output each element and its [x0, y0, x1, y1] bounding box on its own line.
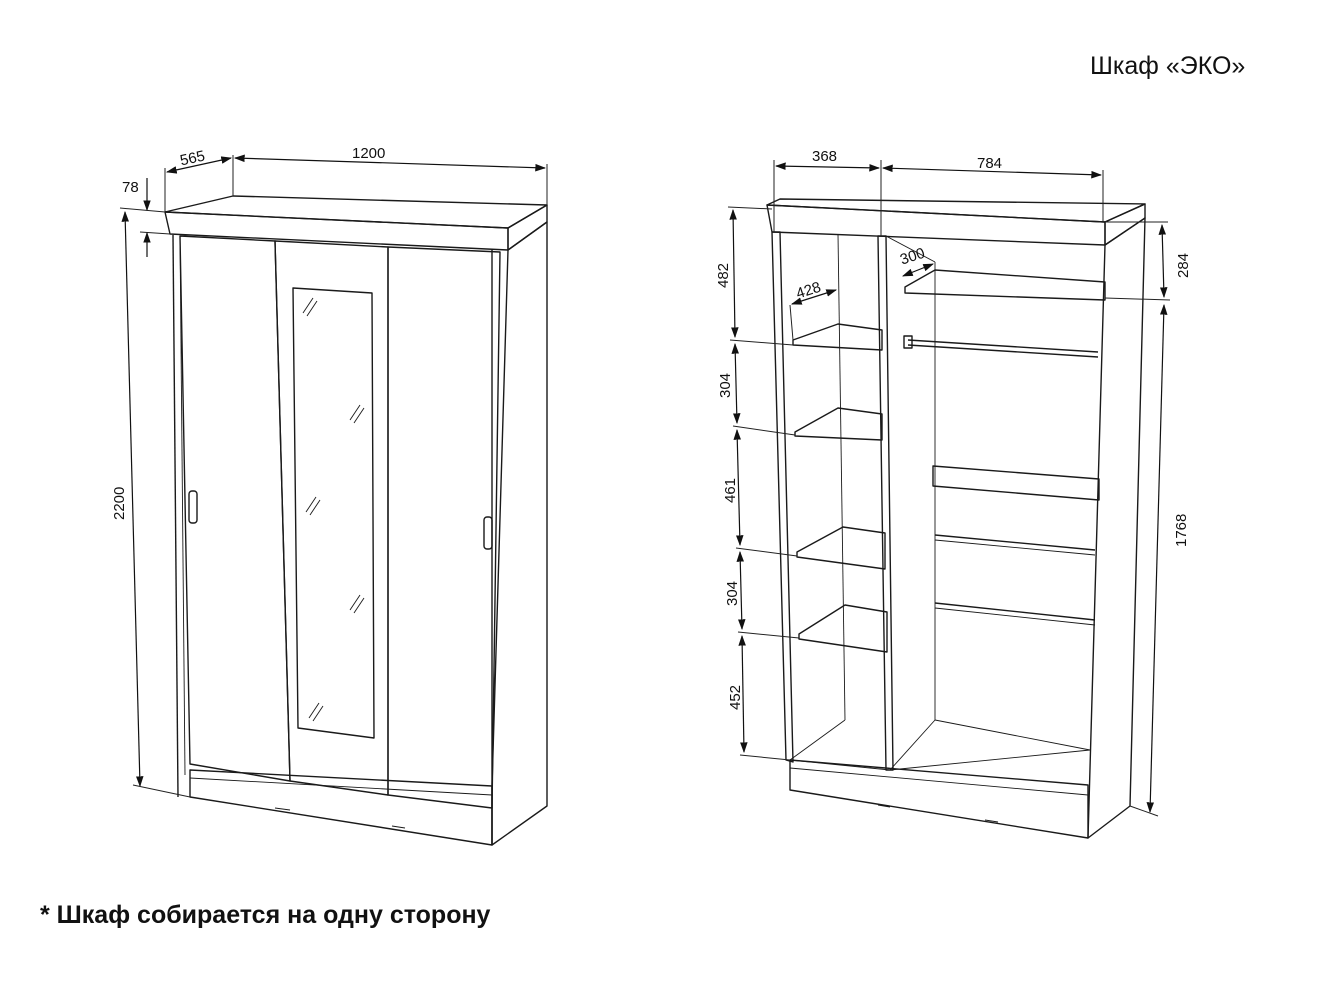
dim-front-depth: 565 [179, 148, 207, 170]
dim-open-right-top: 284 [1175, 253, 1192, 278]
ext-line [1104, 297, 1171, 301]
front-foot-mark [391, 825, 406, 829]
ext-line [132, 784, 191, 798]
open-top-front-face [766, 204, 1106, 246]
open-rail-line [789, 767, 1089, 796]
shelf-left [792, 323, 883, 351]
divider-top-edge [885, 235, 936, 263]
dim-right-height-line [1146, 303, 1168, 814]
open-dimensions: 368 784 428 300 482 304 461 304 452 284 [715, 148, 1192, 817]
open-view [766, 198, 1146, 839]
dim-open-right-height: 1768 [1173, 514, 1190, 547]
door-middle [274, 240, 389, 796]
shelf-right-edge [934, 539, 1096, 556]
dim-front-width-line [233, 154, 547, 172]
open-bottom-edge [889, 749, 1091, 771]
shelf-right [934, 602, 1096, 621]
dim-left-height-line [736, 550, 746, 631]
front-left-edge-inner [179, 235, 186, 776]
hanging-rail [903, 335, 1099, 358]
dim-shelf-depth-right-line [901, 263, 935, 277]
open-foot-mark [984, 819, 999, 823]
dim-right-width-line [881, 164, 1103, 179]
dim-left-height: 452 [727, 685, 744, 710]
shelf-left [796, 526, 886, 570]
ext-line [729, 339, 794, 346]
drawing-title: Шкаф «ЭКО» [1090, 52, 1246, 80]
shelf-right-edge [934, 607, 1096, 626]
door-left-handle [188, 490, 198, 524]
open-left-panel [771, 231, 794, 763]
front-plinth [189, 769, 493, 846]
ext-line [119, 207, 166, 213]
front-dimensions: 565 1200 78 2200 [111, 145, 548, 798]
open-plinth [789, 759, 1089, 839]
dim-left-height-line [733, 428, 744, 547]
drawer-front [932, 465, 1100, 501]
rail-bracket [903, 335, 913, 349]
dim-left-height: 482 [715, 263, 732, 288]
dim-front-height-line [121, 210, 144, 788]
back-panel-edge [837, 233, 846, 721]
shelf-left [794, 407, 883, 441]
shelf-left [798, 604, 888, 653]
front-view [164, 195, 548, 846]
open-side-panel [1087, 217, 1146, 839]
bottom-back-edge [934, 719, 1091, 751]
mirror-glare-marks [302, 297, 365, 722]
ext-line [139, 231, 171, 235]
left-shelves [792, 323, 888, 653]
ext-line [727, 206, 773, 210]
bottom-diagonal [889, 719, 936, 771]
rail-line [907, 344, 1099, 358]
dim-shelf-depth-left-line [790, 289, 838, 305]
dim-left-height-line [731, 342, 741, 425]
open-bottom-edge [789, 759, 891, 771]
mirror-panel [292, 287, 375, 739]
front-top-lid [164, 195, 548, 229]
door-right-handle [483, 516, 493, 550]
bottom-diagonal [789, 719, 846, 761]
front-left-edge [172, 234, 179, 798]
shelf-right [934, 534, 1096, 551]
assembly-note: * Шкаф собирается на одну сторону [40, 901, 491, 929]
dim-left-height-line [729, 208, 739, 339]
dim-left-width-line [774, 162, 881, 172]
dim-open-shelf-depth-left: 428 [794, 279, 823, 303]
ext-line [1129, 805, 1159, 817]
dim-right-top-line [1158, 223, 1168, 299]
dim-left-height-line [738, 634, 748, 754]
dim-front-depth-line [165, 156, 233, 174]
dim-front-height: 2200 [111, 487, 128, 520]
dim-left-height: 304 [717, 373, 734, 398]
open-top-lid [766, 198, 1146, 223]
rail-line [907, 339, 1099, 353]
dim-open-shelf-depth-right: 300 [898, 245, 927, 269]
ext-line [789, 304, 794, 341]
dim-left-height: 304 [724, 581, 741, 606]
front-rail-line [189, 777, 493, 796]
dim-left-height: 461 [722, 478, 739, 503]
ext-line [737, 631, 800, 639]
dim-open-left-width: 368 [812, 148, 837, 165]
front-side-panel [491, 221, 548, 846]
ext-line [739, 754, 791, 761]
center-divider [877, 235, 894, 771]
ext-line [735, 547, 798, 557]
open-foot-mark [877, 804, 891, 808]
ext-line [732, 425, 796, 436]
front-foot-mark [274, 807, 291, 811]
door-right [387, 246, 501, 809]
front-top-side-face [507, 204, 548, 251]
dim-front-top-height: 78 [122, 179, 139, 196]
open-top-side-face [1104, 203, 1146, 246]
dim-open-right-width: 784 [977, 155, 1002, 172]
dim-front-width: 1200 [352, 145, 385, 162]
